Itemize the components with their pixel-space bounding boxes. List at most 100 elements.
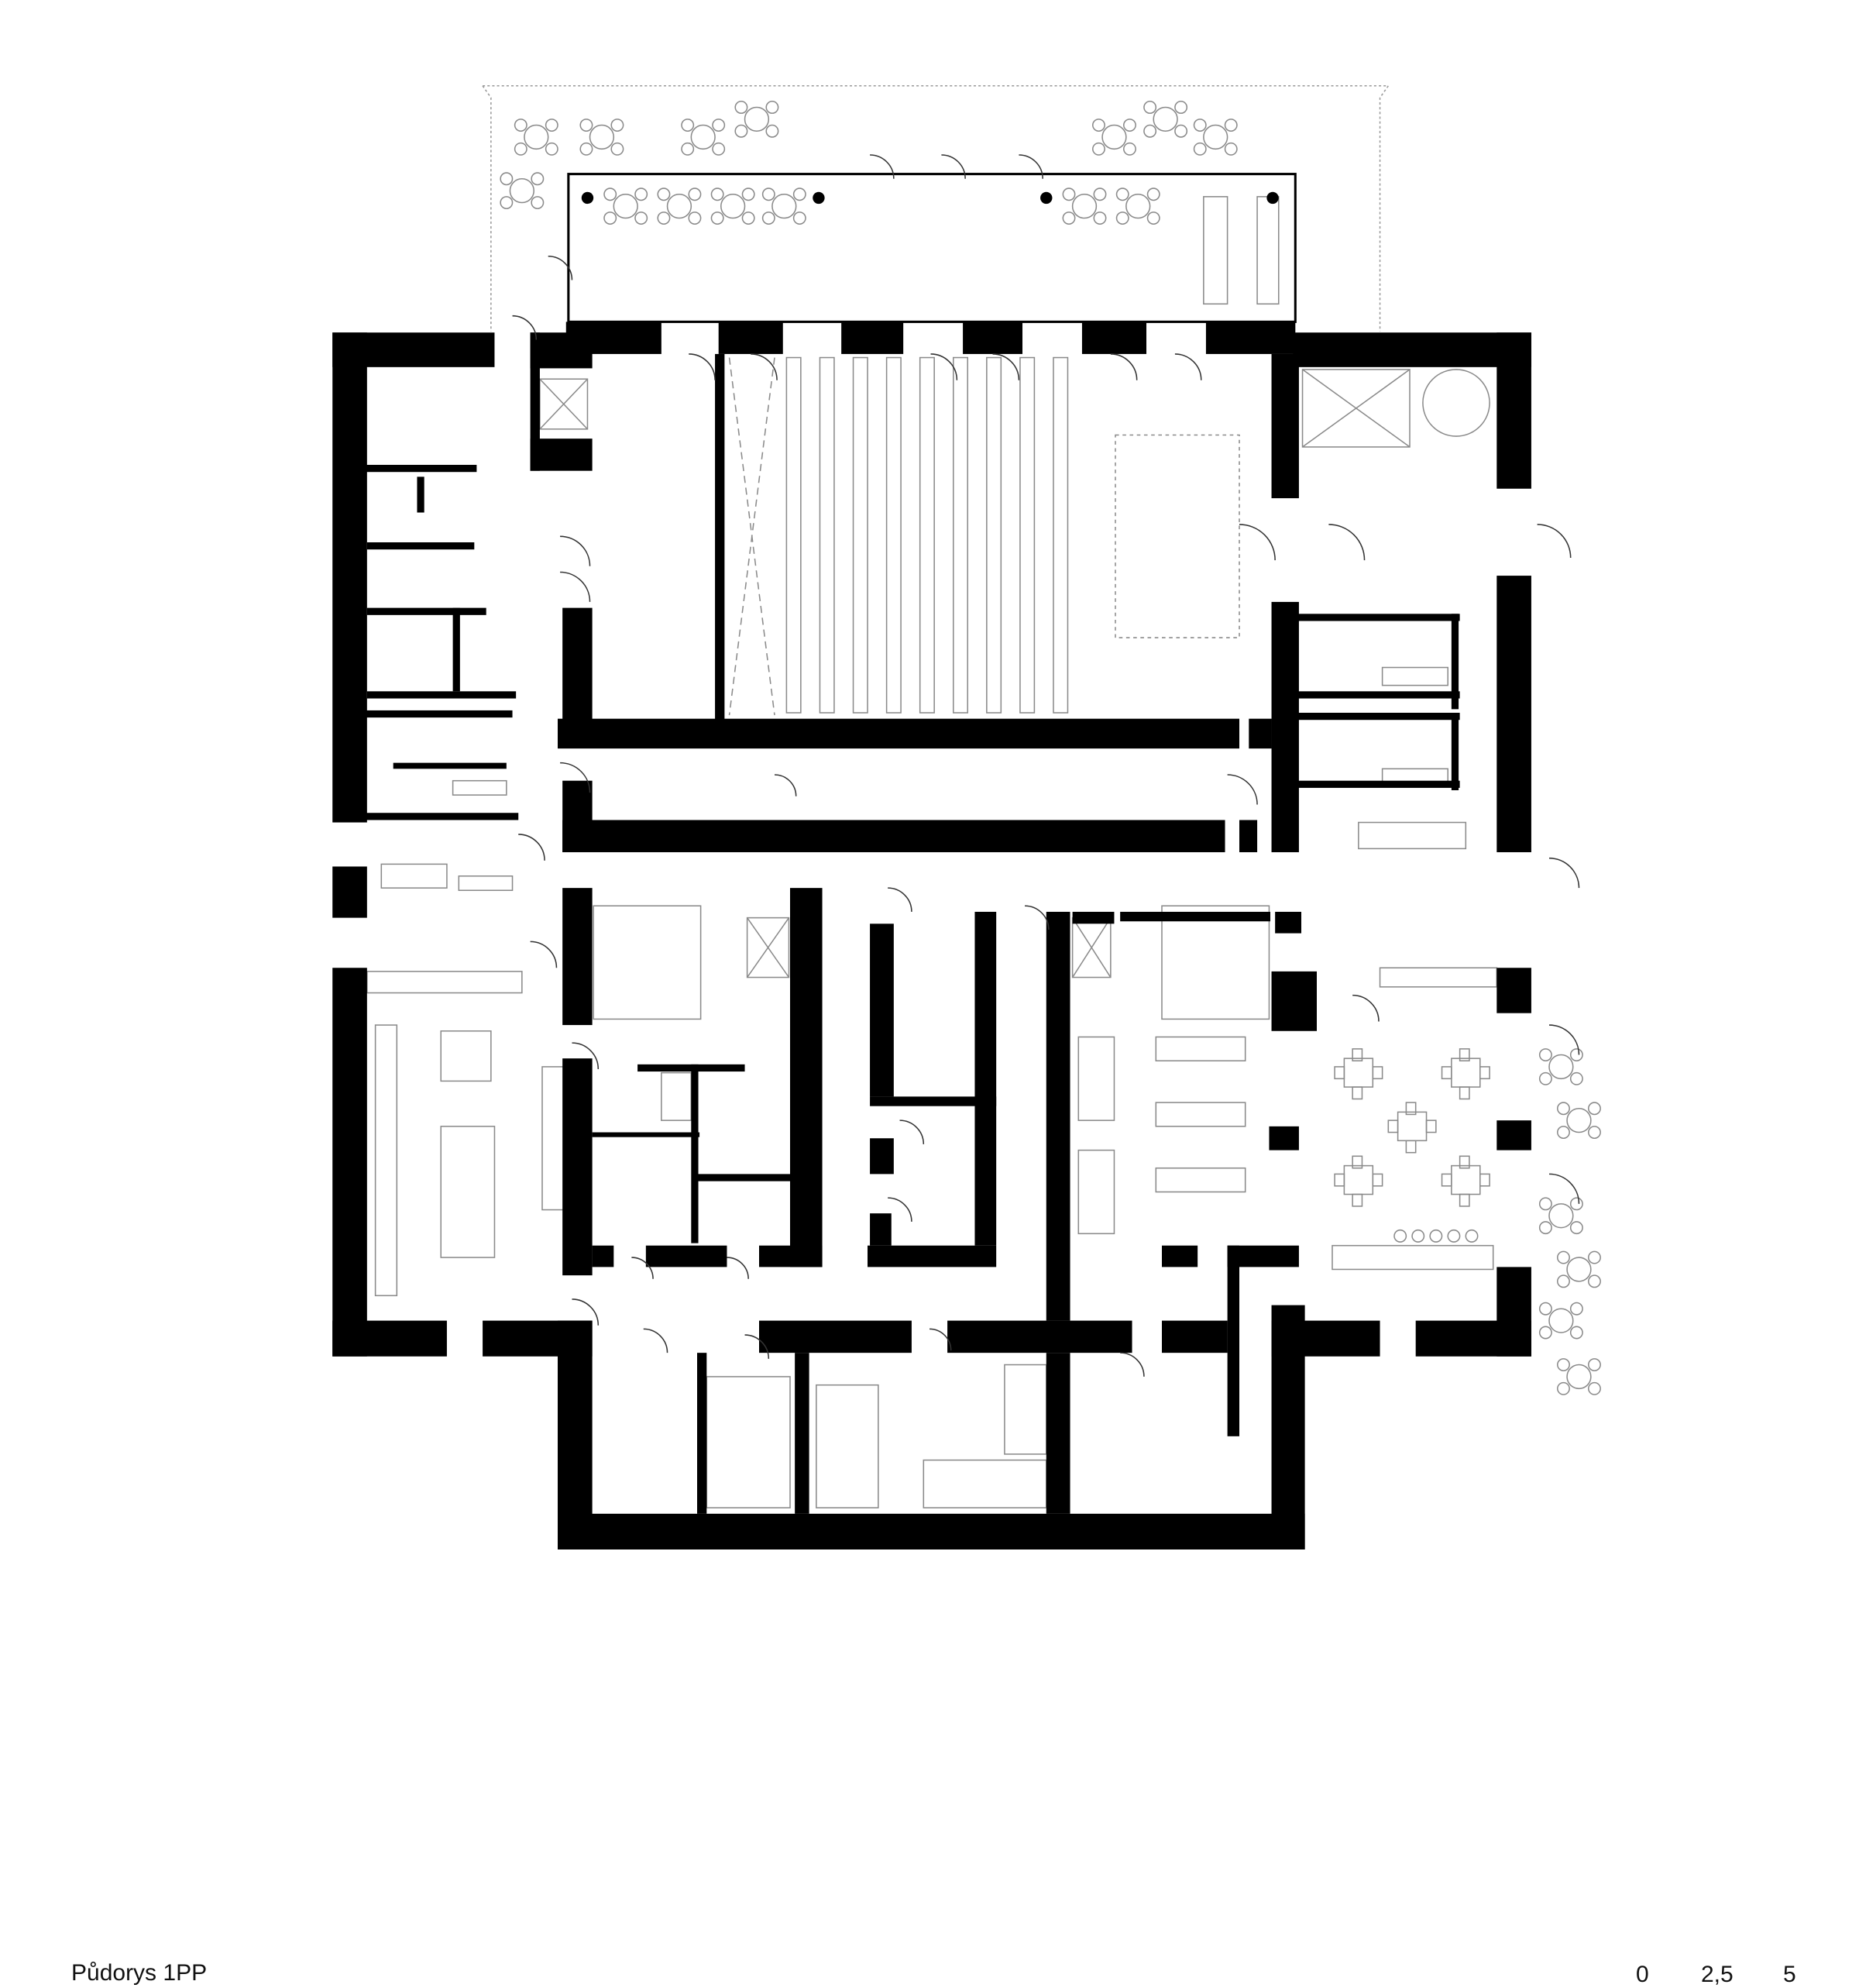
doors-layer bbox=[512, 154, 1580, 1377]
chair bbox=[579, 119, 593, 132]
furniture-item bbox=[1301, 369, 1411, 448]
wall bbox=[530, 439, 593, 471]
chair bbox=[603, 187, 617, 201]
door-swing bbox=[560, 762, 591, 793]
wall bbox=[1496, 576, 1531, 852]
wall bbox=[697, 1174, 793, 1181]
wall bbox=[393, 762, 507, 769]
door-swing bbox=[774, 774, 797, 796]
furniture-item bbox=[1077, 1036, 1115, 1121]
chair bbox=[1146, 212, 1160, 225]
scale-label-0: 0 bbox=[1636, 1962, 1649, 1987]
chair bbox=[1093, 212, 1107, 225]
wall bbox=[1293, 691, 1460, 699]
wall bbox=[592, 1245, 614, 1267]
door-swing bbox=[560, 535, 591, 566]
furniture-item bbox=[1203, 196, 1228, 305]
furniture-item bbox=[1155, 1036, 1246, 1061]
wall bbox=[715, 353, 725, 721]
chair bbox=[1479, 1066, 1490, 1080]
wall bbox=[332, 968, 367, 1357]
furniture-item bbox=[661, 1071, 692, 1121]
round-table bbox=[1153, 106, 1178, 132]
furniture-item bbox=[1155, 1167, 1246, 1193]
furniture-item bbox=[923, 1459, 1047, 1508]
round-table bbox=[1566, 1257, 1592, 1282]
lift-cross bbox=[1071, 917, 1112, 978]
chair bbox=[1588, 1250, 1601, 1264]
round-table bbox=[1203, 124, 1228, 150]
furniture-item bbox=[1332, 1244, 1494, 1271]
chair bbox=[1372, 1173, 1383, 1187]
chair bbox=[1588, 1102, 1601, 1116]
chair bbox=[765, 101, 779, 114]
square-table bbox=[1343, 1164, 1374, 1195]
chair bbox=[1588, 1358, 1601, 1372]
lift-cross bbox=[746, 917, 790, 978]
column bbox=[813, 191, 825, 205]
chair bbox=[1093, 187, 1107, 201]
round-table bbox=[1548, 1054, 1574, 1080]
chair bbox=[1479, 1173, 1490, 1187]
chair bbox=[688, 212, 702, 225]
bar-stool bbox=[1465, 1229, 1479, 1243]
wall bbox=[1249, 718, 1272, 749]
round-table bbox=[1566, 1364, 1592, 1390]
door-swing bbox=[992, 353, 1020, 380]
door-swing bbox=[888, 1197, 912, 1222]
chair bbox=[1557, 1358, 1570, 1372]
door-swing bbox=[572, 1042, 600, 1070]
chair bbox=[1588, 1274, 1601, 1288]
chair bbox=[1092, 119, 1105, 132]
round-table bbox=[1101, 124, 1127, 150]
wall bbox=[366, 691, 517, 699]
door-swing bbox=[1227, 774, 1258, 805]
door-swing bbox=[643, 1328, 668, 1353]
furniture-item bbox=[366, 971, 523, 994]
chair bbox=[514, 142, 527, 156]
wall bbox=[1451, 614, 1459, 710]
wall bbox=[1271, 1320, 1380, 1357]
chair bbox=[1538, 1302, 1552, 1316]
lift-cross bbox=[539, 378, 589, 430]
wall bbox=[1046, 911, 1070, 1321]
door-swing bbox=[1548, 857, 1580, 889]
chair bbox=[1557, 1250, 1570, 1264]
wall bbox=[870, 923, 894, 1097]
seat-row bbox=[819, 356, 835, 714]
round-table bbox=[1548, 1203, 1574, 1229]
stage-outline bbox=[1115, 434, 1240, 638]
furniture-item bbox=[374, 1024, 398, 1297]
furniture-item bbox=[1381, 666, 1449, 686]
furniture-item bbox=[816, 1384, 879, 1508]
chair bbox=[1174, 101, 1188, 114]
wall bbox=[947, 1320, 1132, 1353]
chair bbox=[741, 187, 755, 201]
round-table bbox=[744, 106, 770, 132]
chair bbox=[1538, 1197, 1552, 1211]
door-swing bbox=[1019, 154, 1043, 179]
furniture-item bbox=[1155, 1102, 1246, 1127]
wall bbox=[363, 465, 477, 473]
chair bbox=[1569, 1221, 1583, 1235]
door-swing bbox=[941, 154, 966, 179]
chair bbox=[681, 119, 695, 132]
chair bbox=[761, 187, 775, 201]
chair bbox=[1459, 1193, 1470, 1207]
square-table bbox=[1451, 1058, 1481, 1088]
wall bbox=[417, 476, 424, 513]
wall bbox=[963, 322, 1022, 354]
chair bbox=[792, 187, 806, 201]
wall bbox=[795, 1353, 809, 1514]
chair bbox=[1557, 1274, 1570, 1288]
chair bbox=[1115, 187, 1129, 201]
door-swing bbox=[899, 1120, 925, 1144]
wall bbox=[645, 1245, 727, 1267]
door-swing bbox=[1537, 524, 1572, 559]
chair bbox=[579, 142, 593, 156]
chair bbox=[610, 119, 624, 132]
chair bbox=[1143, 124, 1157, 138]
chair bbox=[1352, 1155, 1363, 1169]
furniture-item bbox=[541, 1066, 565, 1211]
wall bbox=[558, 1320, 593, 1549]
